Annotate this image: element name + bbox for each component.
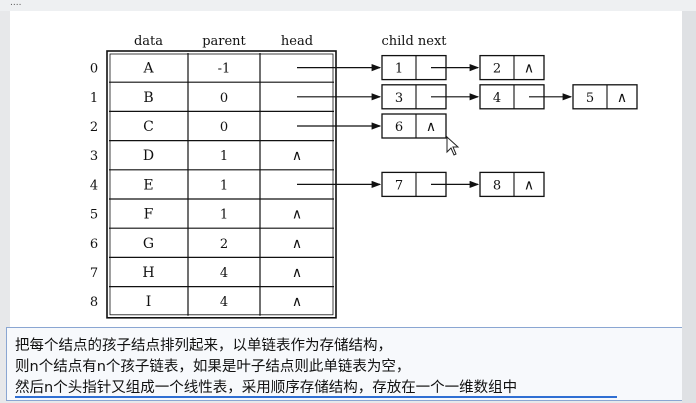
caption-line-3: 然后n个头指针又组成一个线性表，采用顺序存储结构，存放在一个一维数组中 [15,380,518,396]
cell-head: ∧ [292,207,302,223]
cell-data: H [142,265,154,281]
cell-data: F [144,207,154,223]
cell-parent: 4 [220,295,228,310]
mouse-cursor-icon [446,135,460,156]
list-node-child: 2 [493,62,501,77]
list-node-child: 6 [395,120,403,135]
list-node [381,113,447,139]
cell-parent: 0 [220,91,228,106]
list-node-child: 5 [586,91,594,106]
list-node-child: 4 [493,91,501,106]
list-node-child: 8 [493,178,501,193]
cell-parent: 1 [220,149,228,164]
cell-parent: 1 [220,208,228,223]
list-node-next: ∧ [426,119,436,135]
cell-parent: 1 [220,178,228,193]
window-edge [682,11,696,403]
row-index: 8 [90,295,98,310]
caption-box: 把每个结点的孩子结点排列起来，以单链表作为存储结构， 则n个结点有n个孩子链表，… [6,327,684,401]
row-index: 2 [90,120,98,135]
cell-data: A [142,61,154,77]
cell-parent: 4 [220,266,228,281]
list-node-next: ∧ [524,177,534,193]
row-index: 0 [90,62,98,77]
cell-head: ∧ [292,265,302,281]
cell-data: D [143,148,154,164]
cell-parent: -1 [218,62,231,77]
list-node-next: ∧ [524,61,534,77]
cell-data: C [143,119,154,135]
cell-head: ∧ [292,148,302,164]
cell-parent: 2 [220,237,228,252]
caption-line-2: 则n个结点有n个孩子链表，如果是叶子结点则此单链表为空， [15,359,411,375]
caption-line-1: 把每个结点的孩子结点排列起来，以单链表作为存储结构， [15,338,392,354]
row-index: 3 [90,149,98,164]
cell-data: G [143,236,154,252]
column-header-parent: parent [202,34,246,49]
cell-data: B [143,90,153,106]
cell-head: ∧ [292,236,302,252]
row-index: 7 [90,266,98,281]
list-node-next: ∧ [617,90,627,106]
cell-parent: 0 [220,120,228,135]
cell-data: I [146,294,152,310]
column-header-data: data [134,34,163,49]
caption-underline [15,396,617,398]
row-index: 6 [90,237,98,252]
list-node [479,171,545,198]
cell-head: ∧ [292,294,302,310]
row-index: 4 [90,178,98,193]
list-node-child: 1 [395,62,403,77]
list-node [479,54,545,81]
top-bar-dots: .... [10,0,22,8]
cell-data: E [143,177,153,193]
list-node-child: 3 [395,91,403,106]
column-header-head: head [281,34,313,49]
list-node-child: 7 [395,178,403,193]
top-bar: .... [0,0,696,11]
row-index: 1 [90,91,98,106]
child-next-header: child next [381,34,447,49]
list-node [572,84,638,110]
row-index: 5 [90,208,98,223]
